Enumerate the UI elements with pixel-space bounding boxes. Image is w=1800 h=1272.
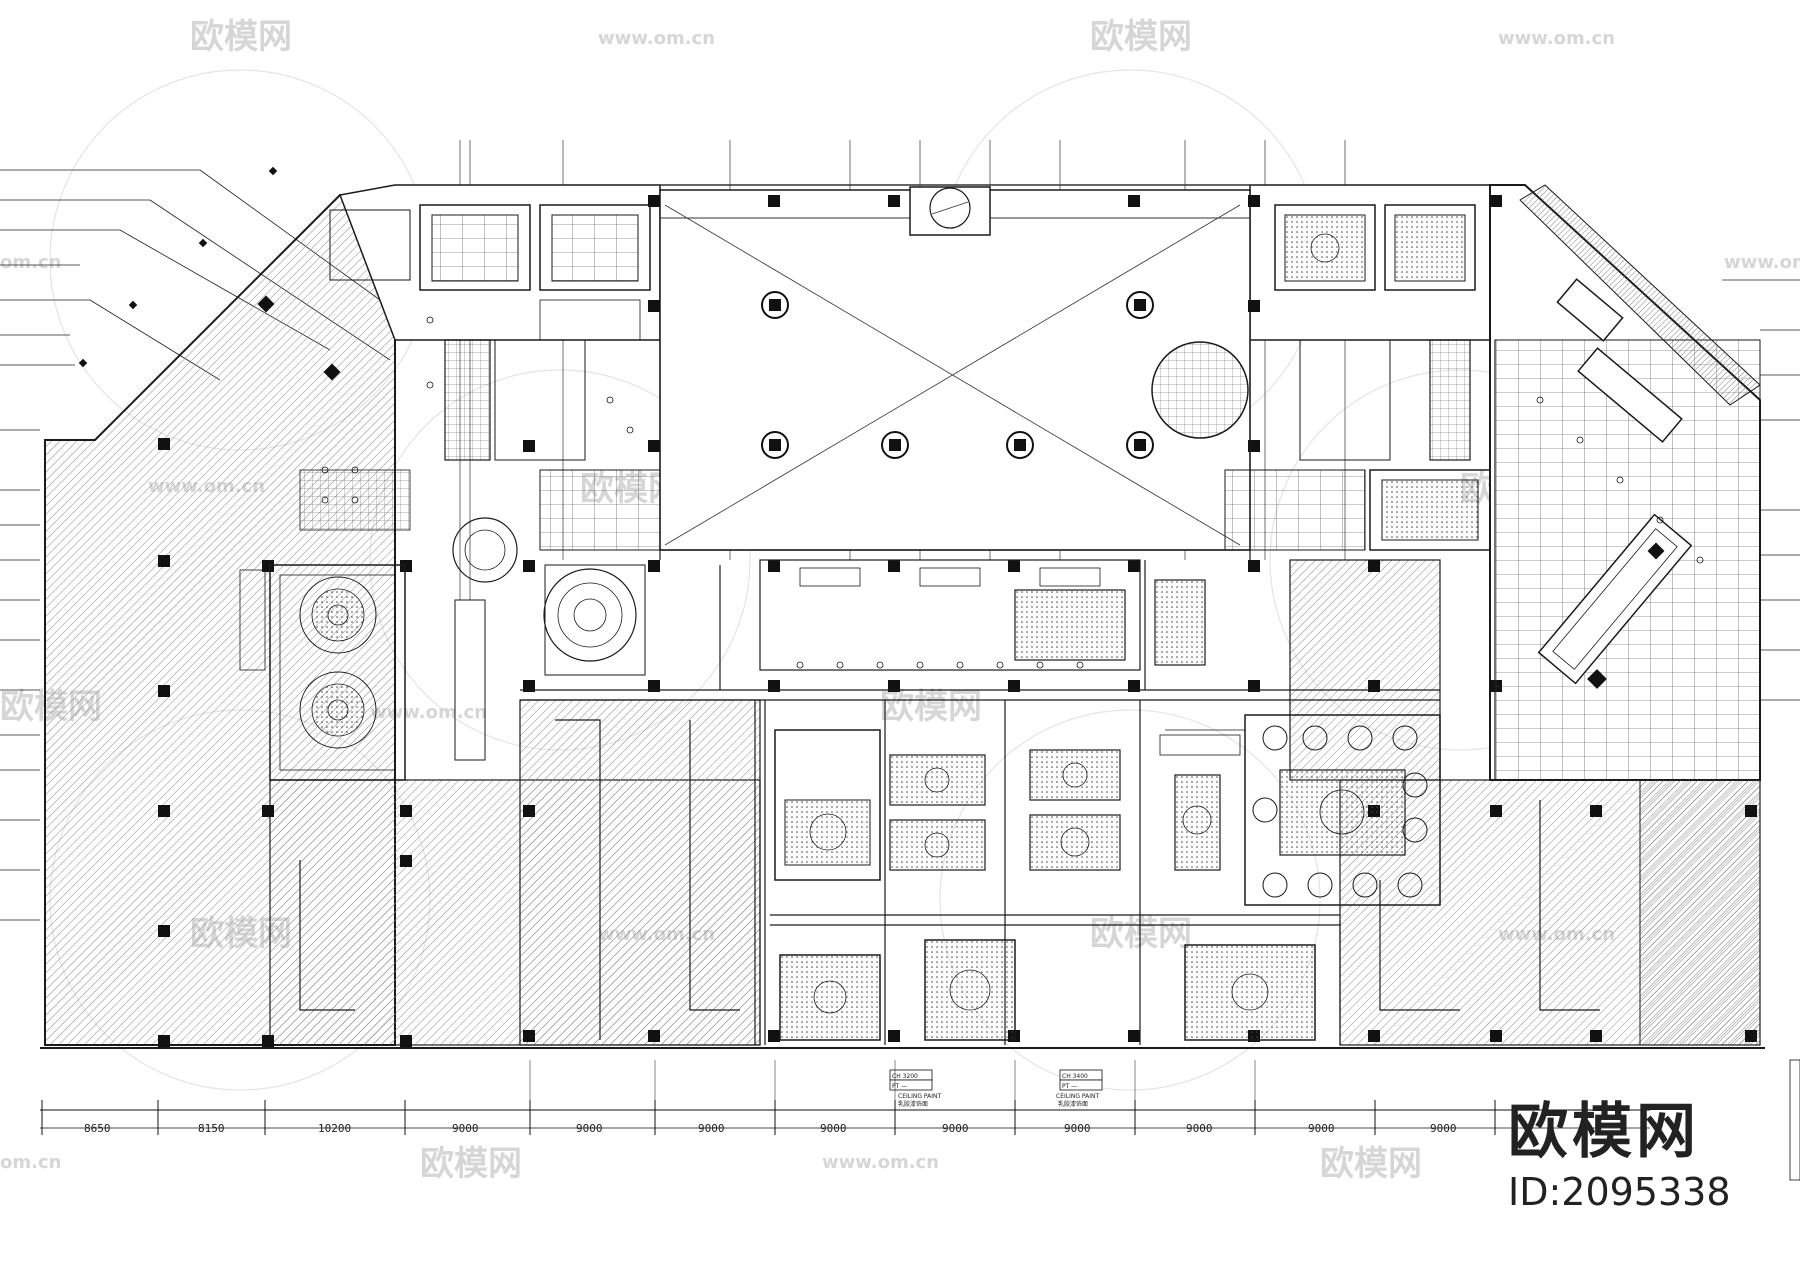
dimension-label: 9000	[452, 1122, 479, 1135]
ceiling-tag-pt: PT —	[1062, 1083, 1077, 1090]
dimension-label: 9000	[698, 1122, 725, 1135]
leader-lines-right	[1722, 279, 1800, 701]
watermark-url-short: om.cn	[0, 1152, 61, 1173]
watermark-brand: 欧模网	[880, 687, 982, 727]
dimension-label: 9000	[576, 1122, 603, 1135]
watermark-url: www.om.cn	[1498, 28, 1615, 49]
watermark-brand: 欧模网	[1090, 914, 1192, 954]
ceiling-tag: CH 3400 PT — CEILING PAINT 乳胶漆饰面	[1056, 1069, 1103, 1108]
dimension-label: 10200	[318, 1122, 351, 1135]
dimension-label: 9000	[942, 1122, 969, 1135]
medallion-ceilings-left	[239, 469, 646, 781]
light-fixtures	[321, 316, 1704, 669]
ceiling-tag-note-cn: 乳胶漆饰面	[1058, 1100, 1088, 1108]
watermark-url: www.om.cn	[1724, 252, 1800, 273]
dimension-label: 8150	[198, 1122, 225, 1135]
interior-partitions	[299, 340, 1600, 1045]
dimension-label: 8650	[84, 1122, 111, 1135]
structural-columns	[78, 166, 1757, 1047]
watermark-url: www.om.cn	[822, 1152, 939, 1173]
diagonal-tile-zone	[1494, 184, 1761, 781]
watermark-brand: 欧模网	[1320, 1144, 1422, 1184]
watermark-url: www.om.cn	[370, 702, 487, 723]
ceiling-tag-note: CEILING PAINT	[898, 1093, 942, 1100]
dimension-label: 9000	[820, 1122, 847, 1135]
private-room-ceilings	[759, 559, 1441, 1041]
coffered-ceilings-right	[539, 204, 1491, 551]
ceiling-tag: CH 3200 PT — CEILING PAINT 乳胶漆饰面	[889, 1069, 942, 1108]
atrium-open-void	[660, 184, 1250, 546]
ceiling-tag-pt: PT —	[892, 1083, 907, 1090]
title-block-edge	[1789, 1059, 1800, 1181]
round-feature-atrium	[1151, 341, 1249, 439]
ceiling-tag-note-cn: 乳胶漆饰面	[898, 1100, 928, 1108]
dimension-chain: 8650 8150 10200 9000 9000 9000 9000 9000…	[40, 1060, 1650, 1135]
watermark-url: www.om.cn	[598, 28, 715, 49]
watermark-brand: 欧模网	[420, 1144, 522, 1184]
watermark-brand: 欧模网	[1090, 17, 1192, 57]
coffered-ceilings-left	[329, 204, 651, 461]
dimension-label: 9000	[1186, 1122, 1213, 1135]
ceiling-tag-note: CEILING PAINT	[1056, 1093, 1100, 1100]
watermark-brand: 欧模网	[190, 17, 292, 57]
ceiling-tag-ch: CH 3200	[892, 1073, 918, 1080]
dimension-label: 9000	[1430, 1122, 1457, 1135]
dimension-label: 9000	[1308, 1122, 1335, 1135]
watermark-url-short: om.cn	[0, 252, 61, 273]
ceiling-tag-ch: CH 3400	[1062, 1073, 1088, 1080]
dimension-label: 9000	[1064, 1122, 1091, 1135]
